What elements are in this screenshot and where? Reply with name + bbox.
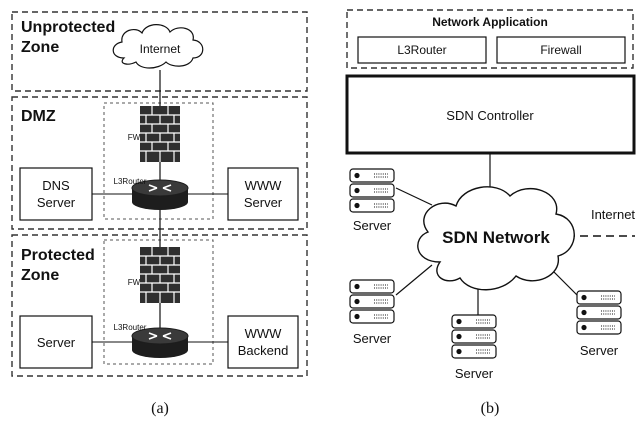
firewall-label: Firewall [540, 43, 581, 57]
panel-b: Network Application L3Router Firewall SD… [345, 9, 636, 417]
zone-protected-title-2: Zone [21, 267, 59, 284]
protected-router-label: L3Router [114, 323, 147, 332]
network-application-box [346, 9, 634, 69]
server-label: Server [37, 335, 76, 350]
router-icon [131, 327, 189, 359]
dmz-router-label: L3Router [114, 177, 147, 186]
server-rack-icon [349, 168, 395, 213]
server-box [19, 315, 93, 369]
caption-a: (a) [151, 400, 169, 417]
www-backend-line1: WWW [245, 326, 283, 341]
zone-dmz-title: DMZ [21, 108, 56, 125]
sdn-controller-label: SDN Controller [446, 108, 534, 123]
server-label: Server [580, 343, 619, 358]
server-rack-icon [349, 279, 395, 324]
firewall-box [496, 36, 626, 64]
www-server-line1: WWW [245, 178, 283, 193]
l3router-box [357, 36, 487, 64]
www-backend-line2: Backend [238, 343, 289, 358]
sdn-controller-box [345, 74, 636, 155]
network-application-title: Network Application [432, 15, 548, 29]
l3router-label: L3Router [397, 43, 446, 57]
cloud-icon [417, 186, 575, 291]
panel-a: Unprotected Zone DMZ Protected Zone Inte… [11, 11, 308, 417]
server-label: Server [455, 366, 494, 381]
caption-b: (b) [481, 400, 500, 417]
server-rack-icon [576, 290, 622, 335]
dmz-fw-label: FW [128, 133, 141, 142]
zone-protected-box [11, 234, 308, 377]
protected-gateway-box [103, 239, 214, 365]
sdn-network-label: SDN Network [442, 228, 550, 247]
zone-protected-title-1: Protected [21, 247, 95, 264]
dns-server-box [19, 167, 93, 221]
cloud-icon [112, 24, 204, 69]
dns-server-line2: Server [37, 195, 76, 210]
firewall-icon [139, 105, 181, 163]
internet-label: Internet [591, 207, 635, 222]
internet-label: Internet [140, 42, 181, 56]
network-links [395, 153, 579, 318]
dmz-gateway-box [103, 102, 214, 220]
zone-unprotected-title-2: Zone [21, 39, 59, 56]
firewall-icon [139, 246, 181, 304]
server-rack-icon [451, 314, 497, 359]
dns-server-line1: DNS [42, 178, 70, 193]
www-server-line2: Server [244, 195, 283, 210]
zone-unprotected-title-1: Unprotected [21, 19, 115, 36]
server-label: Server [353, 331, 392, 346]
www-backend-box [227, 315, 299, 369]
protected-fw-label: FW [128, 278, 141, 287]
www-server-box [227, 167, 299, 221]
server-label: Server [353, 218, 392, 233]
